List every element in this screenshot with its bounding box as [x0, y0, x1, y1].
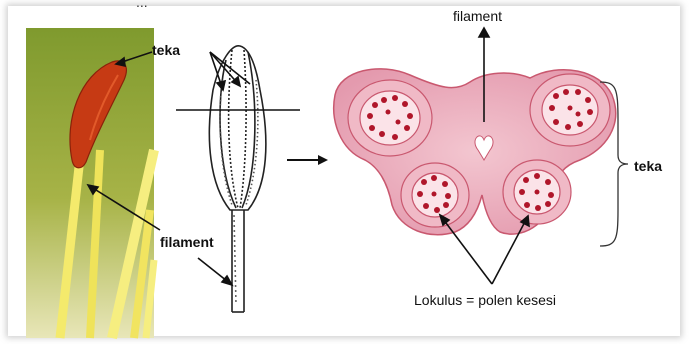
label-lokulus: Lokulus = polen kesesi [414, 292, 556, 308]
label-filament-left: filament [160, 234, 214, 250]
label-teka-right: teka [634, 158, 662, 174]
anther-cross-section [334, 69, 616, 235]
label-teka-left: teka [152, 42, 180, 58]
flower-photo [26, 28, 154, 338]
section-arrow [287, 155, 328, 165]
label-filament-top: filament [453, 8, 502, 24]
